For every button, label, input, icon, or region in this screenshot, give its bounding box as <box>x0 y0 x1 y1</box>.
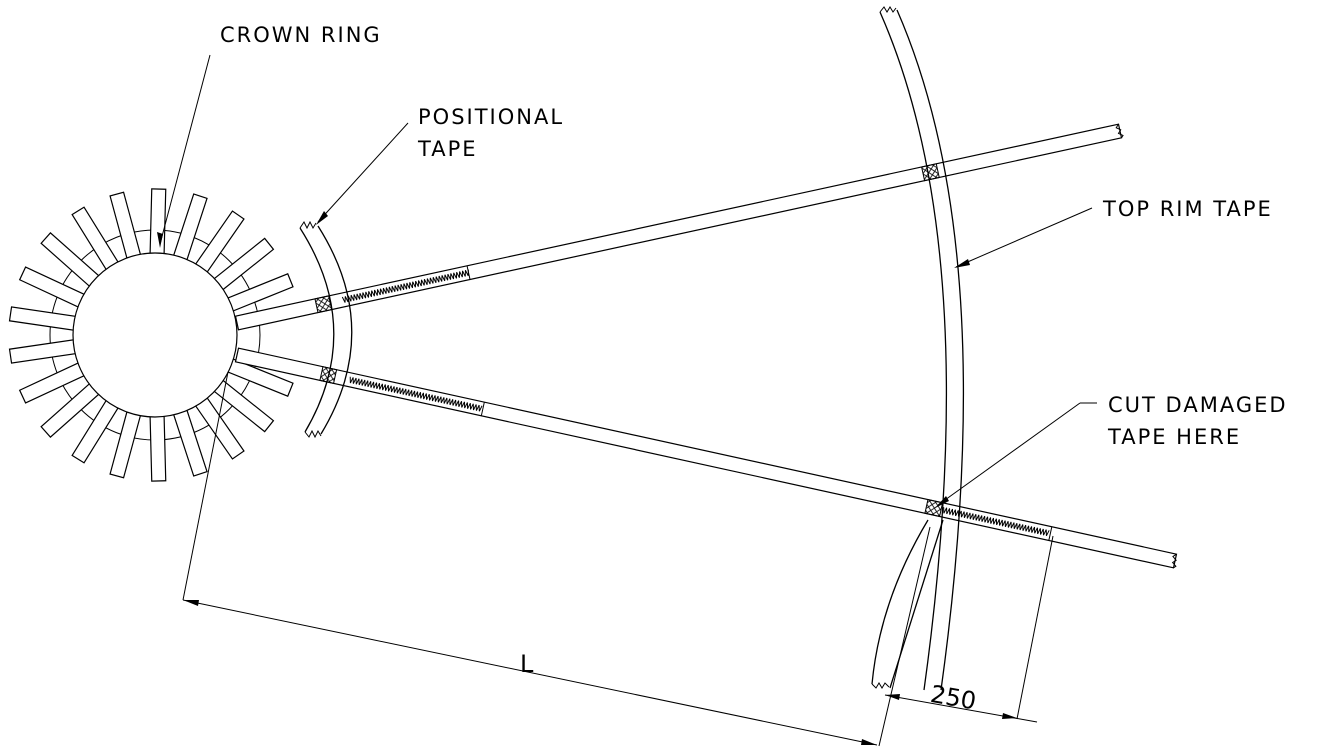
crown-ring-spoke <box>8 306 82 332</box>
dimension-250-extension <box>1016 535 1054 720</box>
lower-tape-stitching <box>349 376 483 412</box>
dimension-250: 250 <box>884 535 1054 723</box>
positional-tape-label-line2: TAPE <box>417 137 478 161</box>
upper-tape-positional-junction <box>314 295 333 314</box>
leader-lines <box>157 54 1097 508</box>
top-rim-tape-arc <box>871 6 965 691</box>
cut-damaged-leader-arrow <box>935 496 949 508</box>
dimension-250-arrow-left <box>885 694 900 700</box>
crown-ring-label: CROWN RING <box>220 23 382 47</box>
dimension-l: L <box>182 371 931 747</box>
tape-junctions <box>921 163 1053 541</box>
upper-tape-stitching <box>341 269 469 303</box>
lower-tape <box>234 347 1178 569</box>
dimension-l-extension-left <box>182 371 229 601</box>
crown-ring-spokes <box>8 188 294 482</box>
cut-damaged-label-line1: CUT DAMAGED <box>1108 393 1288 417</box>
radial-tapes <box>234 123 1178 569</box>
dimension-l-label: L <box>520 650 534 678</box>
crown-ring-spoke <box>149 188 167 260</box>
top-rim-tape-label: TOP RIM TAPE <box>1102 197 1273 221</box>
repair-stitching <box>943 507 1050 537</box>
positional-tape-break-top <box>299 220 317 230</box>
lower-tape-rim-junction <box>924 498 1053 541</box>
positional-tape-label-line1: POSITIONAL <box>418 105 564 129</box>
top-rim-break-top <box>879 6 897 13</box>
top-rim-leader-arrow <box>954 259 970 268</box>
dimension-l-extension-right <box>878 526 931 747</box>
dimension-l-arrow-left <box>183 600 199 606</box>
positional-tape-break-bottom <box>304 429 322 439</box>
cut-tape-break <box>871 682 890 689</box>
crown-ring-inner-circle <box>72 252 238 418</box>
positional-tape-leader-arrow <box>316 211 328 225</box>
upper-tape-rim-junction <box>921 163 940 182</box>
positional-tape-arc <box>299 220 353 439</box>
dimension-l-arrow-right <box>861 739 877 745</box>
dimension-l-line <box>182 599 878 746</box>
dimension-250-label: 250 <box>928 680 978 716</box>
cut-damaged-label-line2: TAPE HERE <box>1107 425 1241 449</box>
dimension-250-arrow-right <box>1002 713 1017 719</box>
crown-ring-leader-arrow <box>157 232 163 248</box>
crown-ring-spoke <box>149 410 167 482</box>
crown-ring-spoke <box>8 338 82 364</box>
crown-ring-spoke <box>109 191 143 265</box>
crown-ring-spoke <box>109 405 143 479</box>
upper-tape <box>234 123 1124 331</box>
crown-ring <box>8 188 294 482</box>
